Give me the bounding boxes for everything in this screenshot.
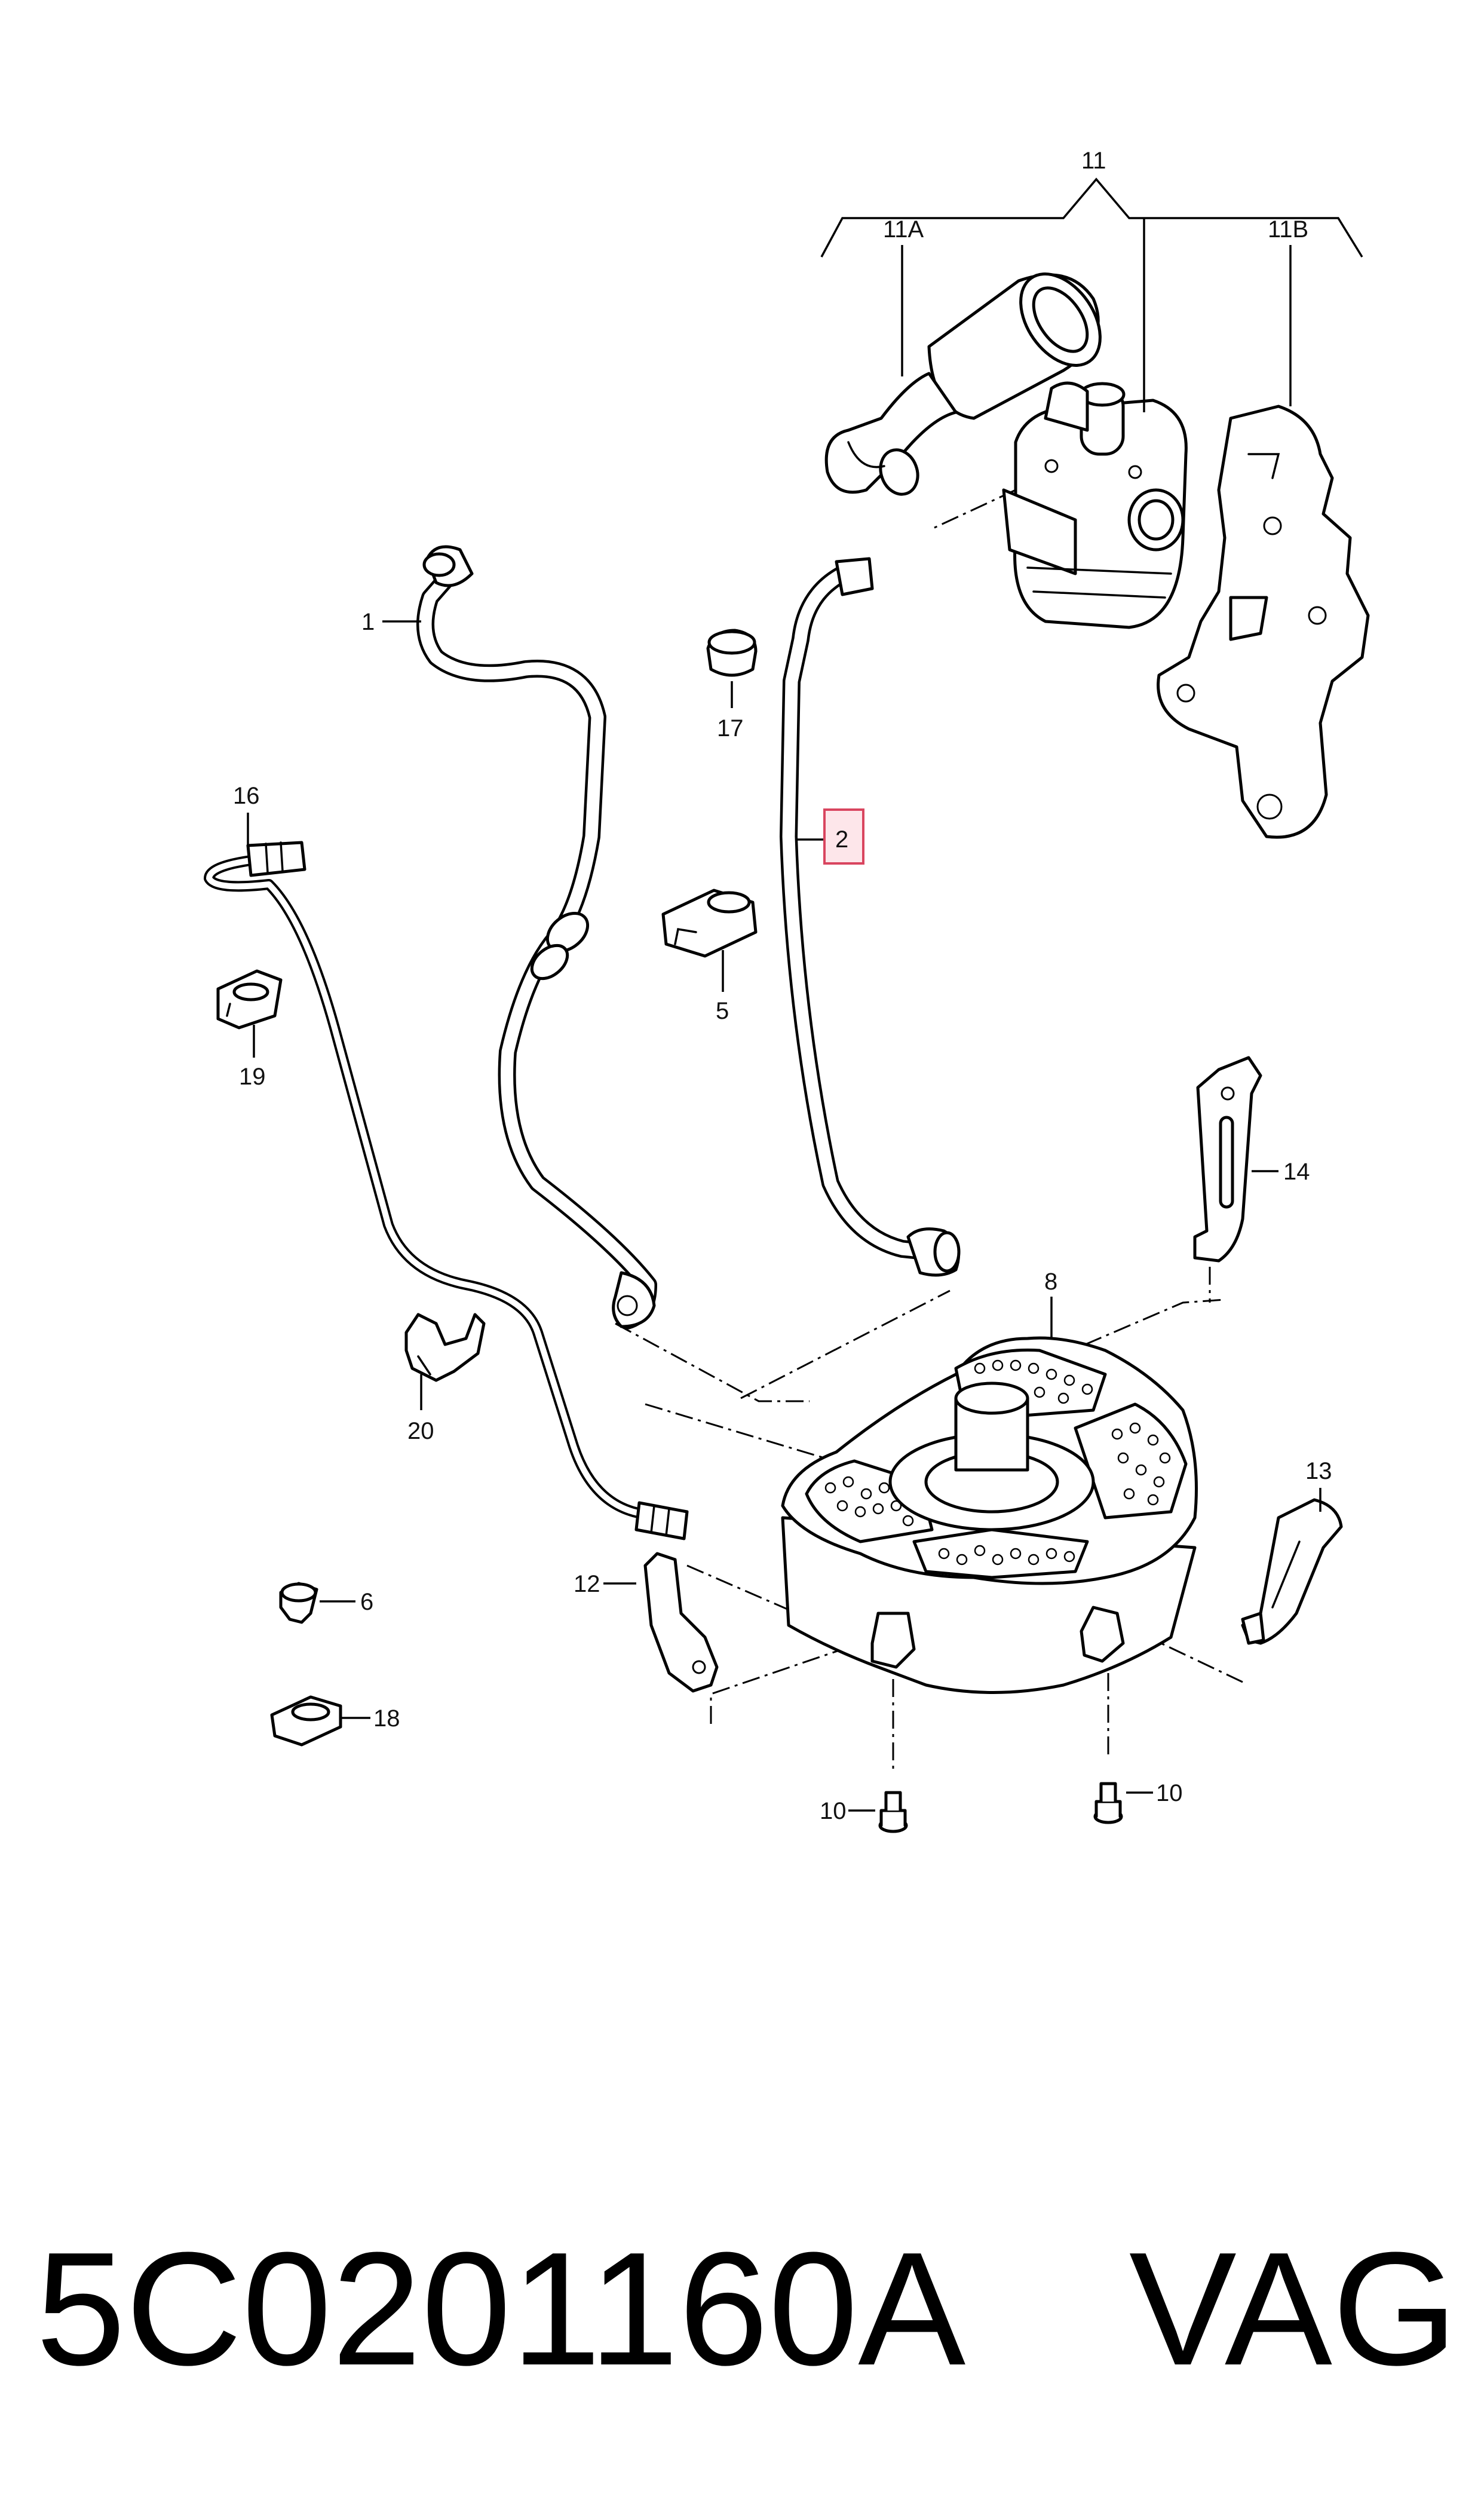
part-20-clip xyxy=(404,1313,486,1382)
callout-10-left: 10 xyxy=(820,1798,847,1824)
callout-12: 12 xyxy=(574,1571,600,1597)
part-14-bracket xyxy=(1193,1056,1262,1263)
callout-20: 20 xyxy=(407,1418,434,1444)
part-11-valve xyxy=(1002,381,1188,629)
secondary-air-valve-assembly xyxy=(824,272,1370,839)
part-6-clip xyxy=(279,1582,318,1624)
callout-18: 18 xyxy=(373,1705,400,1732)
part-11a-filter xyxy=(824,272,1102,496)
callout-16: 16 xyxy=(233,783,260,809)
part-number: 5C0201160A xyxy=(36,2219,966,2399)
callout-1: 1 xyxy=(361,609,375,635)
callout-6: 6 xyxy=(360,1589,373,1615)
part-1-hose xyxy=(416,545,657,1330)
part-5-clip xyxy=(661,889,758,958)
part-16-pipe xyxy=(204,841,689,1540)
callout-labels: 11 11A 11B 1 17 2 16 5 19 14 8 20 13 12 … xyxy=(233,148,1332,1824)
part-17-cap xyxy=(706,629,758,677)
callout-2-highlight xyxy=(823,808,864,865)
tank-perforations xyxy=(824,1359,1171,1566)
callout-5: 5 xyxy=(716,998,729,1024)
part-12-bracket xyxy=(643,1552,719,1693)
callout-14: 14 xyxy=(1283,1159,1310,1185)
part-8-tank xyxy=(781,1336,1198,1694)
callout-11a: 11A xyxy=(883,216,924,243)
callout-17: 17 xyxy=(717,715,744,742)
callout-13: 13 xyxy=(1305,1458,1332,1484)
part-11b-bracket xyxy=(1157,405,1370,839)
callout-11b: 11B xyxy=(1268,216,1308,243)
leader-lines xyxy=(247,177,1363,1812)
part-2-hose xyxy=(780,557,961,1277)
callout-11: 11 xyxy=(1081,148,1106,174)
part-10-bolt-right xyxy=(1093,1782,1123,1824)
part-13-bracket xyxy=(1241,1498,1343,1645)
callout-2: 2 xyxy=(835,826,848,853)
part-18-clip xyxy=(270,1695,342,1747)
callout-19: 19 xyxy=(239,1064,266,1090)
callout-10-right: 10 xyxy=(1156,1780,1183,1806)
part-10-bolts xyxy=(878,1782,1123,1833)
part-19-clip xyxy=(216,969,283,1030)
footer: 5C0201160A VAG xyxy=(36,2211,1458,2408)
callout-8: 8 xyxy=(1044,1269,1057,1295)
brand-label: VAG xyxy=(1129,2219,1458,2399)
part-10-bolt-left xyxy=(878,1791,908,1833)
